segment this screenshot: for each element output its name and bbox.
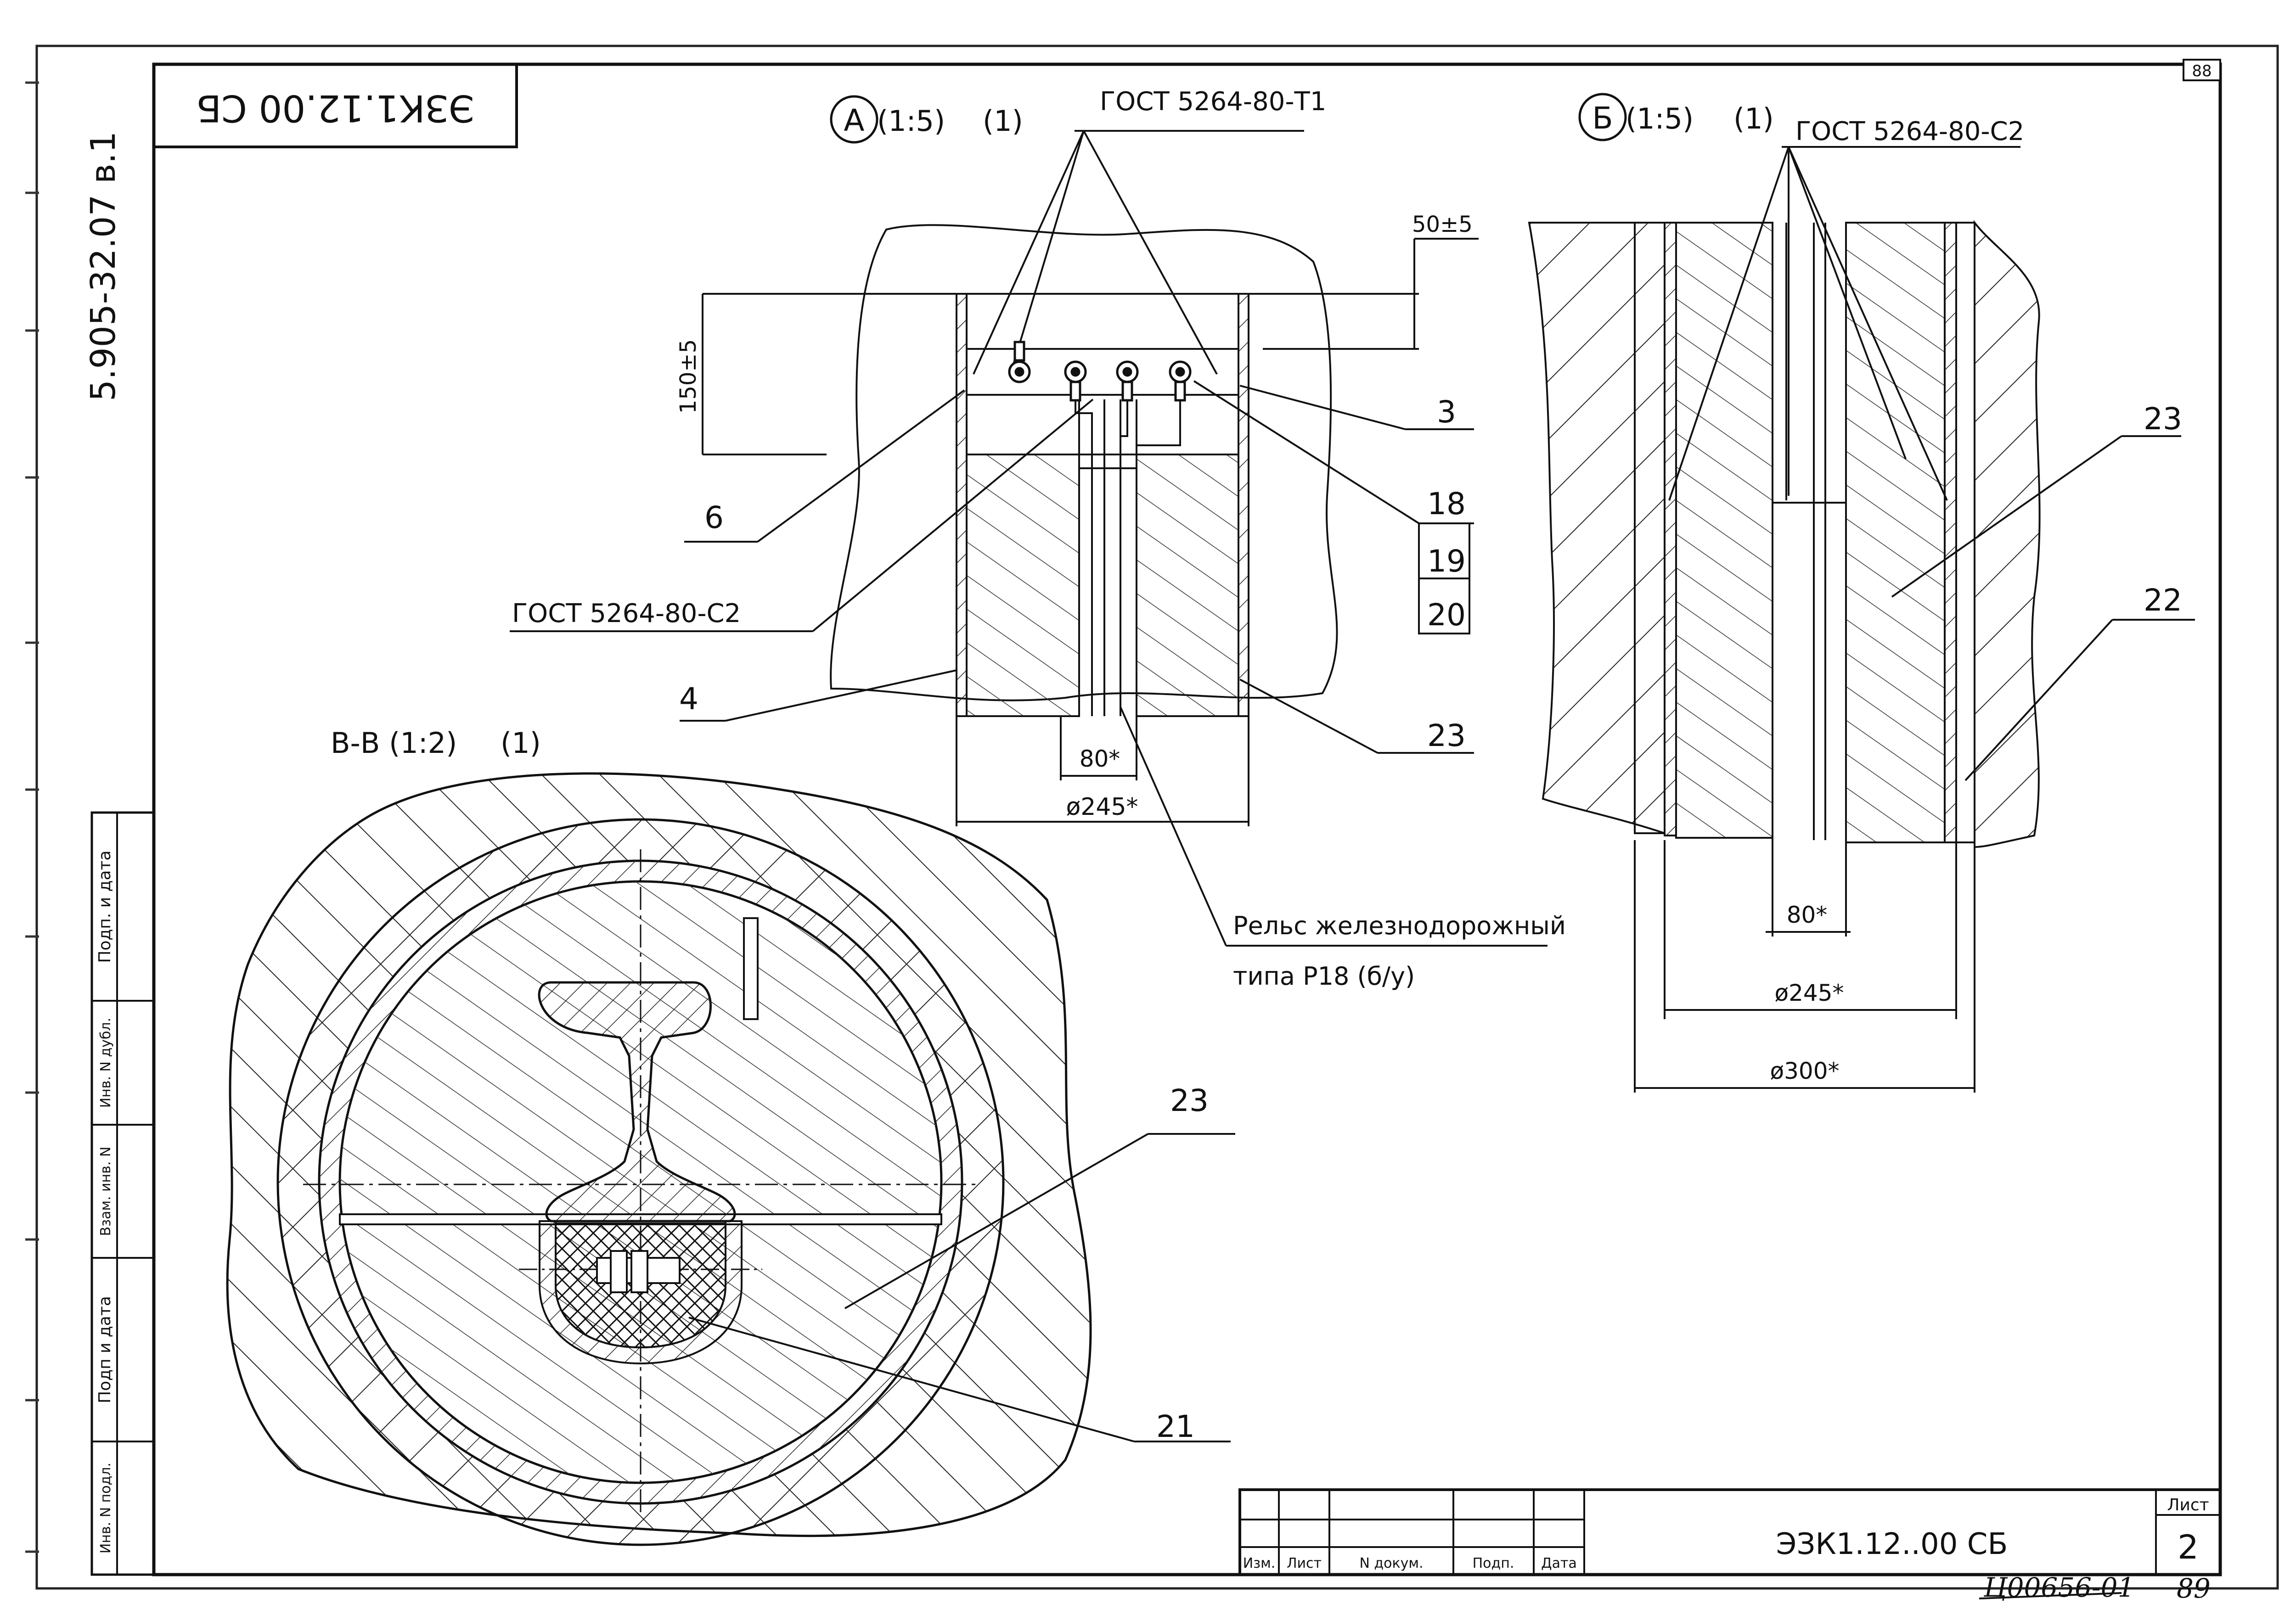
- tb-sheet-label: Лист: [2167, 1496, 2209, 1514]
- section-vv: В-В (1:2) (1) 23 21: [226, 726, 1235, 1546]
- rail-label-1: Рельс железнодорожный: [1233, 911, 1566, 940]
- callout-18: 18: [1427, 486, 1466, 522]
- tb-doc-code: ЭЗК1.12..00 СБ: [1776, 1527, 2008, 1561]
- view-a-weld-top: ГОСТ 5264-80-Т1: [1100, 87, 1326, 117]
- tb-col-list: Лист: [1287, 1555, 1322, 1571]
- callout-23-vv: 23: [1170, 1083, 1209, 1118]
- section-vv-note: (1): [501, 726, 541, 760]
- callout-23-b: 23: [2144, 401, 2182, 437]
- tb-sheet-number: 2: [2178, 1528, 2199, 1566]
- view-b-dim-inner: 80*: [1787, 902, 1828, 928]
- tb-col-date: Дата: [1541, 1555, 1577, 1571]
- side-signature-strip: Подп. и дата Инв. N дубл. Взам. инв. N П…: [90, 811, 155, 1576]
- title-block: Изм. Лист N докум. Подп. Дата ЭЗК1.12..0…: [1238, 1488, 2222, 1576]
- view-a-dim-diameter: ø245*: [1066, 793, 1138, 821]
- view-b-letter: Б: [1592, 101, 1613, 136]
- callout-19: 19: [1427, 544, 1466, 579]
- view-a-scale: (1:5): [877, 104, 945, 138]
- callout-20: 20: [1427, 597, 1466, 633]
- archive-number: Ц00656-01: [1983, 1572, 2135, 1603]
- tb-col-izm: Изм.: [1243, 1555, 1276, 1571]
- callout-21: 21: [1156, 1409, 1195, 1444]
- view-a-note: (1): [983, 104, 1023, 138]
- view-b-scale: (1:5): [1626, 102, 1694, 135]
- callout-22: 22: [2144, 583, 2182, 618]
- view-a-dim-top: 50±5: [1412, 212, 1473, 237]
- view-a: А (1:5) (1) ГОСТ 5264-80-Т1: [510, 87, 1566, 991]
- callout-4: 4: [679, 681, 698, 717]
- strip-label-sign-date-2: Подп и дата: [96, 1296, 114, 1403]
- tb-col-doc: N докум.: [1359, 1555, 1423, 1571]
- margin-ticks: [25, 81, 39, 1553]
- section-vv-title: В-В (1:2): [331, 726, 457, 760]
- view-a-weld-left: ГОСТ 5264-80-С2: [512, 599, 741, 628]
- view-b-note: (1): [1733, 102, 1774, 135]
- page-number: 89: [2177, 1573, 2211, 1604]
- mirrored-stamp-code: ЭЗК1.12.00 СБ: [196, 87, 474, 129]
- callout-6: 6: [704, 500, 724, 535]
- view-a-letter: А: [844, 103, 864, 138]
- view-a-letter-circle: [830, 95, 878, 144]
- view-b-dim-d2: ø300*: [1770, 1058, 1839, 1084]
- view-a-bolts: [1008, 341, 1192, 402]
- corner-number: 88: [2192, 62, 2212, 80]
- view-b-weld: ГОСТ 5264-80-С2: [1795, 117, 2024, 146]
- strip-label-orig-inv: Инв. N подл.: [98, 1463, 114, 1554]
- strip-label-sign-date: Подп. и дата: [96, 850, 114, 963]
- view-b-dim-d1: ø245*: [1774, 980, 1844, 1006]
- strip-label-replace-inv: Взам. инв. N: [98, 1147, 114, 1236]
- view-a-dim-inner: 80*: [1080, 746, 1120, 772]
- view-b: Б (1:5) (1) ГОСТ 5264-80-С2: [1528, 93, 2195, 1093]
- rail-label-2: типа Р18 (б/у): [1233, 962, 1415, 991]
- callout-3: 3: [1437, 394, 1456, 430]
- strip-label-dup-inv: Инв. N дубл.: [98, 1018, 114, 1108]
- view-b-letter-circle: [1578, 93, 1627, 141]
- callout-23-a: 23: [1427, 718, 1466, 753]
- view-a-dim-vertical: 150±5: [675, 339, 701, 414]
- view-a-break-outline: [830, 224, 1338, 701]
- tb-col-sign: Подп.: [1473, 1555, 1514, 1571]
- side-code: 5.905-32.07 в.1: [84, 131, 123, 401]
- mirrored-stamp-box: [152, 63, 518, 148]
- corner-number-box: [2183, 59, 2221, 81]
- sheet-outer-border: [35, 45, 2279, 1590]
